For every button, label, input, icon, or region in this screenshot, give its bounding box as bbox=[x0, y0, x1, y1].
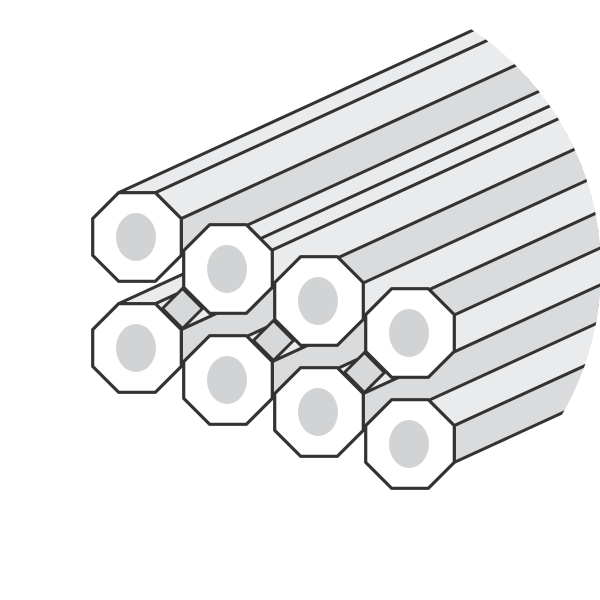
prism-bore bbox=[298, 388, 338, 436]
prism-rod bbox=[273, 366, 365, 458]
prism-rod bbox=[364, 287, 456, 379]
prism-rod bbox=[91, 191, 183, 283]
prism-bore bbox=[389, 420, 429, 468]
prism-rod bbox=[364, 398, 456, 490]
prism-bore bbox=[389, 309, 429, 357]
prism-rod bbox=[182, 334, 274, 426]
prism-end-faces bbox=[91, 191, 456, 490]
gap-filler bbox=[252, 319, 295, 362]
gap-filler bbox=[343, 351, 386, 394]
prism-bore bbox=[116, 324, 156, 372]
prism-bore bbox=[207, 245, 247, 293]
prism-rod bbox=[182, 223, 274, 315]
prism-rod bbox=[91, 302, 183, 394]
prism-bore bbox=[298, 277, 338, 325]
prism-bore bbox=[207, 356, 247, 404]
gap-filler bbox=[161, 287, 204, 330]
cropped-view bbox=[91, 0, 600, 490]
prism-rod bbox=[273, 255, 365, 347]
prism-bore bbox=[116, 213, 156, 261]
